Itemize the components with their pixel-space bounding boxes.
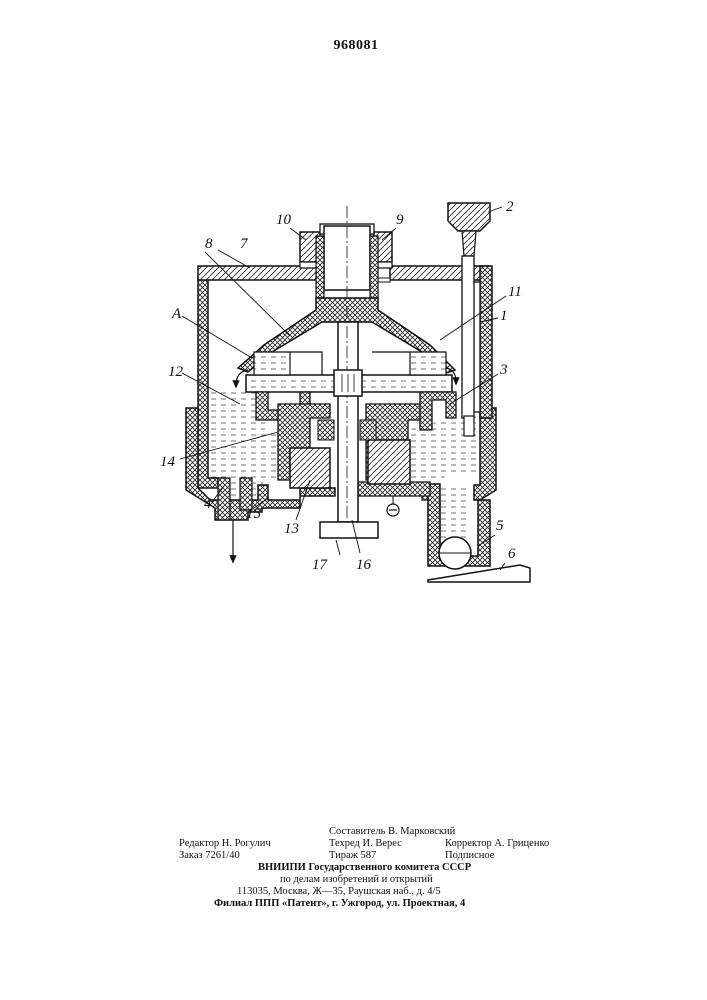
label-9: 9: [396, 212, 404, 228]
label-15: 15: [246, 506, 262, 522]
label-A: A: [171, 306, 182, 322]
discharge-trough: [428, 565, 530, 582]
imprint-corrector: Корректор А. Гриценко: [445, 838, 549, 850]
label-5: 5: [496, 518, 504, 534]
imprint-techred: Техред И. Верес: [329, 838, 402, 850]
imprint-org-line2: по делам изобретений и открытий: [280, 874, 433, 886]
label-7: 7: [240, 236, 249, 252]
imprint-org-line1: ВНИИПИ Государственного комитета СССР: [258, 862, 471, 874]
imprint-branch: Филиал ППП «Патент», г. Ужгород, ул. Про…: [214, 898, 465, 910]
imprint-compiler: Составитель В. Марковский: [329, 826, 455, 838]
label-2: 2: [506, 199, 514, 215]
imprint-address: 113035, Москва, Ж—35, Раушская наб., д. …: [237, 886, 441, 898]
label-14: 14: [160, 454, 176, 470]
label-13: 13: [284, 521, 299, 537]
label-12: 12: [168, 364, 184, 380]
label-4: 4: [204, 496, 212, 512]
label-6: 6: [508, 546, 516, 562]
label-11: 11: [508, 284, 522, 300]
ball-valve: [439, 537, 471, 569]
imprint-editor: Редактор Н. Рогулич: [179, 838, 271, 850]
label-3: 3: [499, 362, 508, 378]
label-10: 10: [276, 212, 292, 228]
negative-terminal: [387, 496, 399, 516]
imprint-order: Заказ 7261/40: [179, 850, 240, 862]
bearing-nut: [300, 224, 392, 298]
label-17: 17: [312, 557, 329, 573]
imprint-subscription: Подписное: [445, 850, 494, 862]
label-8: 8: [205, 236, 213, 252]
imprint-circulation: Тираж 587: [329, 850, 376, 862]
label-16: 16: [356, 557, 372, 573]
label-1: 1: [500, 308, 508, 324]
